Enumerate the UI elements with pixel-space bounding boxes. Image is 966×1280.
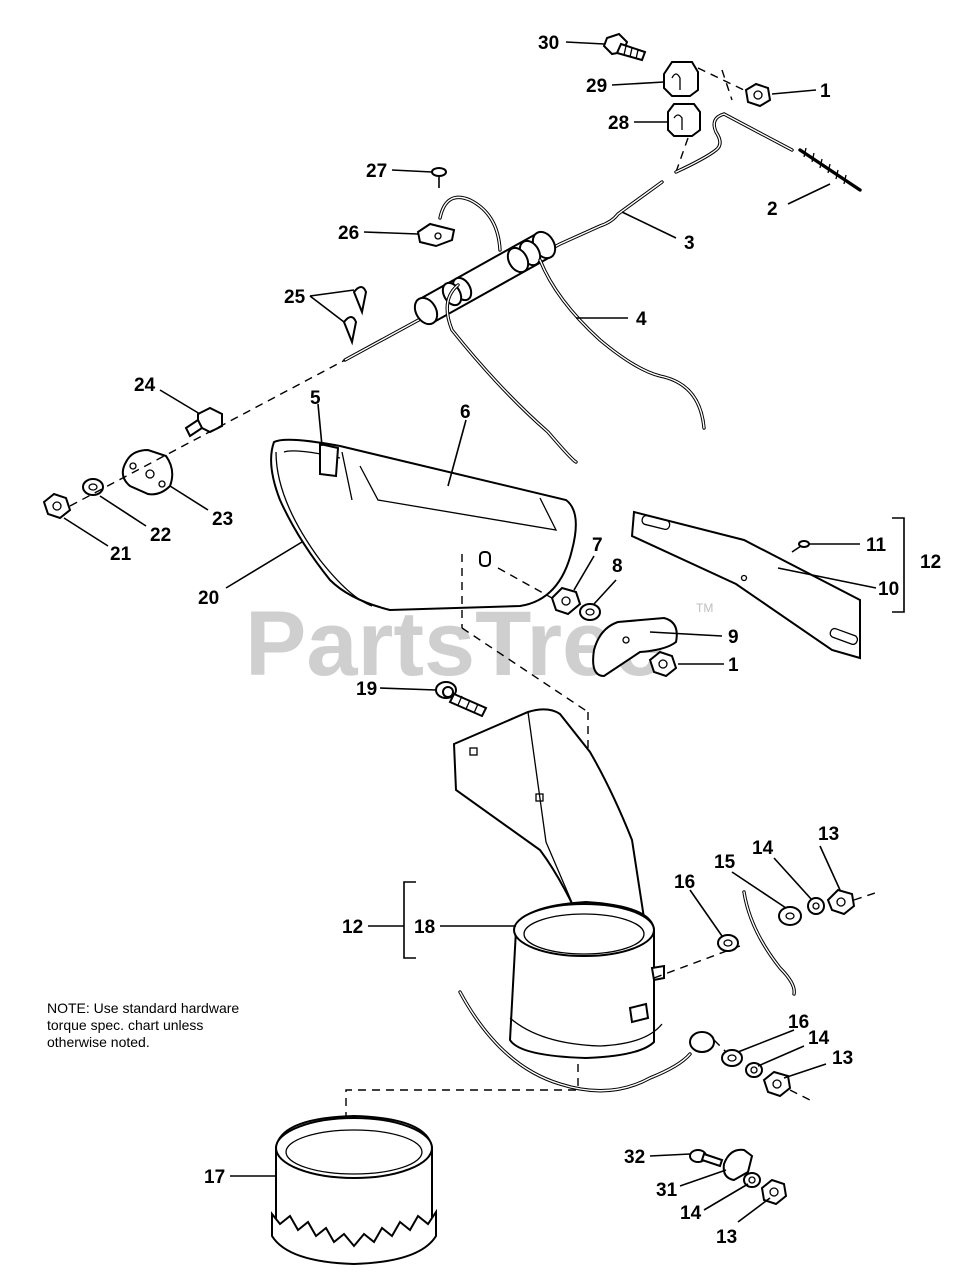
washer-8: [579, 603, 601, 621]
callout-1-top: 1: [820, 81, 831, 102]
callout-12-right: 12: [920, 552, 941, 573]
callout-10: 10: [878, 579, 899, 600]
nut-13a: [826, 888, 856, 916]
callout-29: 29: [586, 76, 607, 97]
clamp-31: [722, 1148, 754, 1182]
callout-7: 7: [592, 535, 603, 556]
washer-14b: [745, 1062, 763, 1078]
deflector-chute-6: [270, 438, 577, 612]
callout-15: 15: [714, 852, 736, 873]
callout-3: 3: [684, 233, 695, 254]
trademark-text: TM: [696, 601, 713, 615]
screw-11: [791, 540, 810, 553]
callout-14-upper: 14: [752, 838, 774, 859]
cable-4: [438, 195, 706, 464]
callout-13-upper: 13: [818, 824, 839, 845]
callout-21: 21: [110, 544, 132, 565]
leader-dash-13a: [853, 891, 879, 901]
bolt-30: [602, 32, 647, 62]
control-rod-3: [343, 180, 664, 362]
washer-16a: [717, 934, 739, 952]
callout-6: 6: [460, 402, 471, 423]
callout-20: 20: [198, 588, 219, 609]
callout-9: 9: [728, 627, 739, 648]
callout-16-lower: 16: [788, 1012, 809, 1033]
cable-loop-left: [458, 990, 715, 1093]
callout-8: 8: [612, 556, 623, 577]
callout-27: 27: [366, 161, 387, 182]
callout-23: 23: [212, 509, 233, 530]
washer-16b: [721, 1049, 743, 1067]
bolt-19: [435, 681, 488, 718]
leader-dash-rod: [721, 69, 733, 101]
callout-4: 4: [636, 309, 647, 330]
clamp-28: [667, 103, 701, 137]
callout-30: 30: [538, 33, 559, 54]
leader-dash-13b: [789, 1089, 811, 1101]
callout-32: 32: [624, 1147, 645, 1168]
bracket-bracket-12b: [403, 881, 416, 959]
nut-13c: [760, 1178, 788, 1206]
ring-gear-17: [271, 1114, 437, 1266]
axis-dash-mount: [69, 359, 346, 507]
callout-5: 5: [310, 388, 321, 409]
washer-15: [778, 906, 802, 926]
callout-14-lower: 14: [808, 1028, 830, 1049]
cable-right: [742, 890, 796, 996]
callout-16-upper: 16: [674, 872, 695, 893]
leader-dash-29-1: [697, 67, 749, 93]
callout-28: 28: [608, 113, 629, 134]
clip-26: [416, 222, 456, 248]
leader-lines: [63, 41, 877, 1223]
flange-plate-23: [121, 448, 174, 496]
nut-21: [42, 492, 72, 520]
note-line-3: otherwise noted.: [47, 1034, 150, 1050]
callout-12-left: 12: [342, 917, 363, 938]
bolt-32: [689, 1149, 724, 1168]
callout-1-middle: 1: [728, 655, 739, 676]
nut-1-middle: [648, 650, 678, 678]
callout-19: 19: [356, 679, 377, 700]
bracket-bracket-12: [892, 517, 905, 613]
bolt-24: [184, 406, 223, 438]
rod-sleeve: [413, 230, 557, 326]
discharge-chute-18: [452, 708, 665, 1060]
bracket-10: [630, 510, 861, 660]
screw-27: [431, 167, 447, 188]
callout-17: 17: [204, 1167, 225, 1188]
bent-rod-2: [674, 112, 794, 174]
callout-labels: 30 29 1 28 2 27 26 3 25 4 24 5 6 23 22 2…: [110, 33, 941, 1248]
callout-14-bottom: 14: [680, 1203, 702, 1224]
callout-13-bottom: 13: [716, 1227, 737, 1248]
washer-14a: [807, 897, 825, 915]
callout-26: 26: [338, 223, 359, 244]
callout-11: 11: [866, 535, 887, 556]
lock-nut-7: [550, 586, 582, 616]
callout-24: 24: [134, 375, 156, 396]
note-line-1: NOTE: Use standard hardware: [47, 1000, 240, 1016]
spring-pin-2: [798, 147, 862, 192]
align-dash-2: [461, 627, 589, 713]
cotter-pins-25: [342, 286, 368, 346]
clamp-29: [663, 61, 699, 97]
callout-2: 2: [767, 199, 778, 220]
callout-18: 18: [414, 917, 435, 938]
callout-25: 25: [284, 287, 306, 308]
callout-22: 22: [150, 525, 171, 546]
leader-dash-7: [497, 567, 553, 599]
note-line-2: torque spec. chart unless: [47, 1017, 204, 1033]
leader-dash-28: [675, 137, 689, 173]
nut-1-top: [744, 82, 772, 108]
callout-31: 31: [656, 1180, 678, 1201]
callout-13-lower: 13: [832, 1048, 853, 1069]
washer-14c: [743, 1172, 761, 1188]
torque-note: NOTE: Use standard hardware torque spec.…: [47, 1000, 307, 1051]
nut-13b: [762, 1070, 792, 1098]
washer-22: [82, 478, 104, 496]
